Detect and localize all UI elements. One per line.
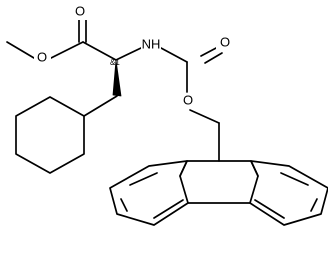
atom-labels: O O NH O O &1 bbox=[34, 3, 233, 109]
left-benzene-ring bbox=[109, 160, 189, 226]
right-benzene-inner-b bbox=[310, 198, 318, 212]
cyclohexyl-ring bbox=[15, 96, 85, 174]
beta-ch2-cyclohexyl-bond bbox=[83, 95, 118, 117]
o-ch2-bond bbox=[189, 109, 220, 124]
right-benzene-ring bbox=[249, 160, 328, 226]
n-carbamate-c-bond bbox=[160, 47, 188, 63]
fluorenyl-group bbox=[109, 160, 328, 226]
carbamate-group bbox=[160, 46, 223, 162]
fluorene-five-ring bbox=[179, 160, 259, 177]
left-benzene-inner-b bbox=[120, 198, 128, 212]
ester-carbonyl-oxygen-label: O bbox=[75, 3, 85, 18]
alpha-c-n-bond bbox=[115, 47, 142, 61]
right-benzene-inner-a bbox=[280, 172, 309, 186]
left-benzene-inner-a bbox=[129, 172, 158, 186]
ester-single-oxygen-label: O bbox=[37, 49, 47, 64]
stereo-center-label: &1 bbox=[110, 58, 120, 67]
amine-nitrogen-label: NH bbox=[142, 36, 161, 51]
carbonyl-c-alpha-bond bbox=[82, 41, 117, 61]
alpha-carbon-group bbox=[83, 47, 142, 117]
o-carbonyl-c-bond bbox=[50, 41, 84, 59]
carbamate-double-bond-a bbox=[200, 46, 219, 57]
carbamate-double-bond-b bbox=[204, 52, 223, 64]
carbamate-carbonyl-oxygen-label: O bbox=[220, 34, 230, 49]
methyl-ester-group bbox=[6, 17, 117, 61]
methyl-o-bond bbox=[6, 41, 35, 59]
carbamate-single-oxygen-label: O bbox=[183, 92, 193, 107]
right-benzene-inner-c bbox=[254, 199, 285, 219]
cyclohexane-hexagon bbox=[15, 96, 85, 174]
left-benzene-inner-c bbox=[153, 199, 184, 219]
